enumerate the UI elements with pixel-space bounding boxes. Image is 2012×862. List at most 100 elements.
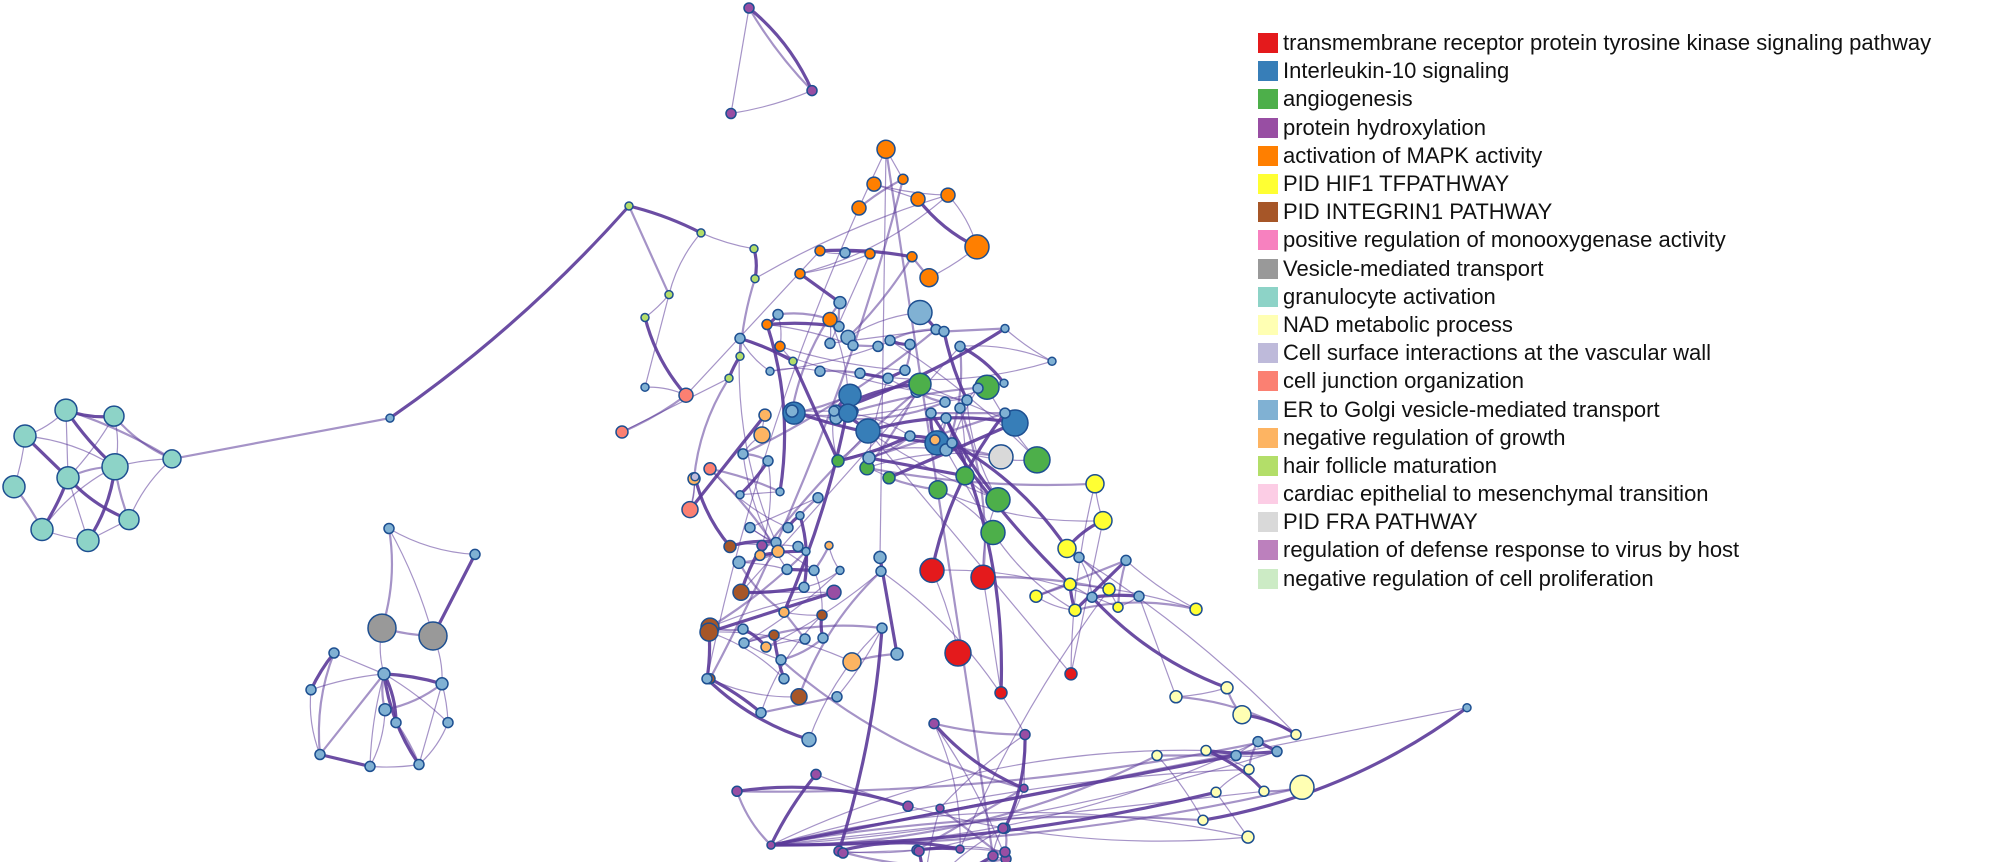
legend-item: NAD metabolic process [1258, 311, 2008, 339]
network-node [964, 234, 990, 260]
legend: transmembrane receptor protein tyrosine … [1258, 29, 2008, 593]
network-edge [884, 149, 995, 857]
network-edge [310, 673, 385, 691]
network-edge [933, 722, 1026, 736]
network-node [833, 295, 847, 310]
network-edge [388, 527, 476, 555]
network-edge [644, 294, 670, 318]
network-node [56, 466, 80, 490]
network-node [640, 312, 650, 323]
network-edge [927, 808, 941, 862]
network-edge [838, 841, 961, 853]
network-edge [748, 7, 813, 92]
network-node [955, 466, 975, 486]
network-edge [791, 360, 840, 462]
network-node [828, 405, 840, 417]
network-node [383, 522, 395, 535]
legend-label: hair follicle maturation [1283, 452, 1497, 478]
network-node [413, 758, 425, 771]
legend-swatch [1258, 230, 1278, 251]
network-node [795, 510, 805, 521]
legend-swatch [1258, 258, 1278, 279]
legend-label: protein hydroxylation [1283, 114, 1487, 140]
network-node [884, 334, 896, 347]
network-node [864, 248, 876, 260]
network-node [615, 425, 629, 439]
network-node [847, 339, 859, 352]
network-node [738, 637, 750, 649]
network-node [1243, 763, 1255, 776]
network-node [364, 760, 376, 773]
network-node [735, 351, 745, 362]
network-edge [782, 394, 852, 613]
network-node [831, 691, 843, 703]
network-edge [1091, 593, 1140, 599]
network-node [1210, 786, 1222, 799]
network-node [799, 633, 811, 645]
network-edge [939, 807, 1007, 860]
network-node [305, 684, 317, 696]
network-node [1290, 728, 1302, 741]
network-node [838, 403, 858, 423]
network-node [328, 647, 340, 659]
network-node [817, 632, 829, 644]
network-node [377, 667, 391, 681]
network-edge [799, 194, 949, 275]
network-edge [868, 377, 889, 458]
network-node [928, 479, 948, 500]
network-node [955, 844, 965, 854]
network-node [838, 383, 862, 407]
network-node [1252, 735, 1264, 748]
legend-item: ER to Golgi vesicle-mediated transport [1258, 395, 2008, 423]
network-edge [1070, 483, 1096, 674]
network-node [734, 332, 746, 345]
network-node [690, 472, 700, 482]
network-node [876, 622, 888, 634]
network-node [785, 404, 799, 418]
network-edge [779, 345, 906, 371]
network-edge [1078, 556, 1119, 608]
network-edge [937, 489, 1104, 522]
legend-item: negative regulation of growth [1258, 424, 2008, 452]
legend-item: cell junction organization [1258, 367, 2008, 395]
network-node [994, 686, 1008, 700]
network-node [810, 768, 822, 781]
network-edge [736, 733, 1297, 793]
legend-label: cardiac epithelial to mesenchymal transi… [1283, 481, 1709, 507]
network-node [925, 407, 937, 419]
network-edge [958, 407, 987, 578]
legend-item: hair follicle maturation [1258, 452, 2008, 480]
network-node [907, 299, 933, 326]
network-node [913, 845, 925, 857]
network-node [681, 500, 699, 519]
legend-swatch [1258, 314, 1278, 335]
network-node [970, 564, 996, 591]
network-node [1019, 783, 1029, 794]
network-node [801, 546, 811, 557]
network-node [919, 267, 939, 288]
legend-swatch [1258, 61, 1278, 82]
network-node [824, 337, 836, 350]
network-node [940, 187, 956, 203]
network-node [744, 521, 756, 534]
network-node [1019, 728, 1031, 741]
network-edge [738, 338, 777, 543]
network-node [772, 308, 784, 321]
network-edge [1202, 706, 1468, 822]
network-node [806, 84, 818, 97]
network-node [872, 340, 884, 353]
network-edge [736, 785, 909, 808]
network-node [831, 454, 845, 468]
network-edge [867, 430, 1072, 675]
network-node [761, 318, 773, 331]
network-node [753, 426, 771, 444]
network-edge [1205, 749, 1266, 793]
network-node [972, 382, 984, 394]
network-node [1029, 589, 1043, 603]
network-node [469, 548, 481, 561]
network-edge [867, 430, 999, 501]
legend-swatch [1258, 484, 1278, 505]
network-node [938, 325, 950, 338]
legend-label: granulocyte activation [1283, 283, 1496, 309]
network-edge [380, 528, 394, 629]
